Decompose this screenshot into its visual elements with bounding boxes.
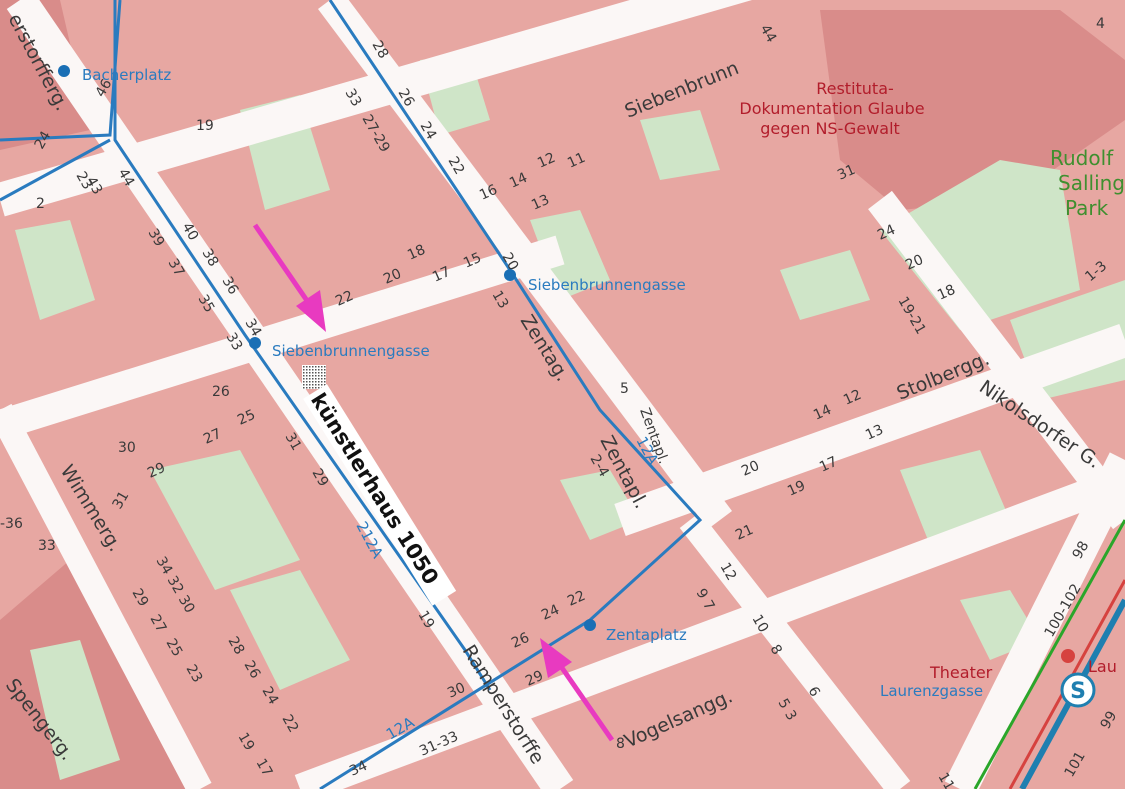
house-number: 26 [395,86,418,110]
house-number: 24 [32,128,55,152]
house-number: 5 [620,381,629,397]
house-number: 20 [903,252,926,274]
house-number: 22 [279,712,302,735]
house-number: 31 [282,430,305,453]
house-number: 26 [509,630,532,652]
house-number: 13 [489,288,512,311]
house-number: 12 [535,150,558,172]
house-number: 11 [565,150,588,172]
house-number: 26 [212,384,230,400]
house-number: 29 [309,466,332,489]
poi-restituta-line-1[interactable]: Restituta- [816,79,894,98]
house-number: 28 [369,38,392,61]
house-number: 24 [259,684,282,708]
stop-label-lau[interactable]: Lau [1088,657,1117,676]
house-number: 30 [118,440,136,456]
poi-restituta-line-3[interactable]: gegen NS-Gewalt [760,119,900,138]
house-number: 14 [811,402,834,424]
stop-label-bacherplatz[interactable]: Bacherplatz [82,66,171,84]
house-number: 19 [235,730,258,753]
poi-restituta-line-2[interactable]: Dokumentation Glaube [739,99,924,118]
house-number: 29 [145,460,168,482]
house-number: 22 [565,588,588,610]
house-number: 30 [445,680,468,702]
house-number: 28 [225,634,248,657]
house-number: 13 [863,422,886,444]
house-number: 31 [835,162,858,184]
house-number: -36 [0,516,23,532]
house-number: 23 [73,169,96,192]
hatched-square-icon [302,365,326,389]
house-number: 27 [201,426,224,448]
house-number: 19 [415,608,438,631]
house-number: 13 [529,192,552,214]
house-number: 12 [717,560,740,583]
stop-label-siebenbrunnengasse-1[interactable]: Siebenbrunnengasse [272,342,430,360]
house-number: 20 [739,458,762,480]
house-number: 39 [145,226,168,249]
wiener-linien-s-icon[interactable]: S [1060,672,1096,708]
stop-label-siebenbrunnengasse-2[interactable]: Siebenbrunnengasse [528,276,686,294]
house-number: 25 [163,636,186,659]
magenta-arrow-icon [252,223,326,332]
poi-theater[interactable]: Theater [929,663,993,682]
house-number: 44 [757,22,780,46]
house-number: 18 [935,282,958,304]
house-number: 35 [195,292,218,315]
stop-label-zentaplatz[interactable]: Zentaplatz [606,626,687,644]
house-number: 36 [219,274,242,298]
house-number: 34 [347,758,370,780]
house-number: 18 [405,242,428,264]
house-number: 33 [342,86,365,109]
house-number: 24 [539,602,562,624]
house-number: 19 [785,478,808,500]
house-number: 34 [242,316,265,340]
house-number: 16 [477,182,500,204]
house-number: 23 [183,662,206,685]
house-number: 40 [179,220,202,243]
house-number: 4 [1096,16,1105,32]
house-number: 8 [616,736,625,752]
house-number: 22 [445,154,468,177]
house-number: 38 [199,246,222,269]
house-number: 20 [381,266,404,288]
house-number: 20 [499,250,522,273]
house-number: 17 [817,454,840,476]
house-number: 25 [235,407,258,429]
park-label-line-1[interactable]: Rudolf [1050,146,1114,170]
house-number: 17 [430,264,453,286]
magenta-arrow-icon [540,638,615,742]
house-number: 43 [83,174,106,197]
house-number: 98 [1070,539,1093,562]
house-number: 24 [875,222,898,244]
house-number: 27 [147,612,170,635]
house-number: 15 [461,250,484,272]
house-number: 29 [129,586,152,609]
house-number: 29 [523,668,546,690]
house-number: 10 [749,612,772,635]
house-number: 14 [507,170,530,192]
house-number: 24 [417,119,440,143]
house-number: 22 [333,288,356,310]
house-number: 44 [115,166,138,190]
house-number: 37 [165,256,188,279]
house-number: 99 [1098,709,1121,732]
park-label-line-2[interactable]: Sallinge [1058,171,1125,195]
transit-stop-dot-icon[interactable] [58,65,1075,663]
house-number: 31 [110,489,133,512]
house-number: 12 [841,387,864,409]
house-number: 46 [93,76,116,100]
house-number: 19 [196,118,214,134]
house-number: 17 [253,756,276,779]
house-number: 21 [733,522,756,544]
house-number: 26 [241,658,264,682]
svg-text:S: S [1070,679,1086,704]
house-number: 2 [36,196,45,212]
house-number: 33 [38,538,56,554]
park-label-line-3[interactable]: Park [1065,196,1109,220]
house-number: 33 [223,330,246,353]
stop-label-laurenzgasse[interactable]: Laurenzgasse [880,682,983,700]
